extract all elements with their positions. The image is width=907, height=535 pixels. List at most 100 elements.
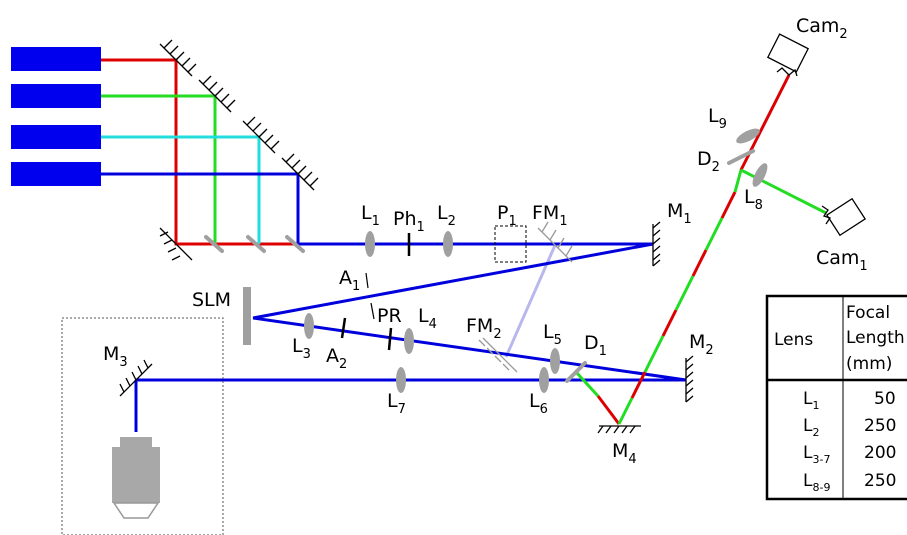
svg-text:Ph1: Ph1 bbox=[393, 208, 425, 235]
label-slm: SLM bbox=[192, 289, 231, 311]
label-l4: L bbox=[418, 305, 429, 327]
component-labels: Cam2 Cam1 L9 D2 L8 L1 Ph1 L2 P1 FM1 M1 A… bbox=[103, 15, 868, 467]
mirrors bbox=[119, 39, 694, 434]
table-row-lens: L bbox=[803, 389, 813, 409]
label-l5: L bbox=[543, 321, 554, 343]
table-header-focal-2: Length bbox=[846, 328, 905, 348]
label-l8: L bbox=[744, 186, 755, 208]
mirror-red-top bbox=[159, 39, 197, 77]
label-a1: A bbox=[339, 267, 352, 289]
laser-sources bbox=[11, 47, 101, 186]
svg-text:L1: L1 bbox=[361, 202, 380, 229]
detection-beam-path bbox=[574, 74, 827, 425]
lenses bbox=[304, 128, 768, 393]
table-header-focal-3: (mm) bbox=[846, 354, 892, 374]
dichroic-blue bbox=[285, 235, 305, 253]
table-row-lens: L bbox=[803, 471, 813, 491]
polarizer-p1 bbox=[494, 225, 527, 263]
polarization-rotator bbox=[387, 327, 393, 351]
table-row-lens: L bbox=[803, 416, 813, 436]
svg-text:L8: L8 bbox=[744, 186, 763, 213]
label-l7: L bbox=[387, 390, 398, 412]
svg-text:L8-9: L8-9 bbox=[803, 471, 830, 494]
svg-text:Cam1: Cam1 bbox=[816, 247, 868, 274]
laser-blue bbox=[11, 162, 101, 186]
camera-2-icon bbox=[766, 33, 810, 77]
label-ph1: Ph bbox=[393, 208, 417, 230]
dichroic-green bbox=[204, 235, 224, 253]
lens-l1 bbox=[365, 231, 375, 257]
mirror-blue-top bbox=[281, 153, 319, 191]
flip-mirror-fm2 bbox=[478, 337, 518, 373]
table-row-focal: 250 bbox=[864, 471, 896, 491]
laser-cyan bbox=[11, 125, 101, 149]
label-l6: L bbox=[529, 390, 540, 412]
label-fm2: FM bbox=[466, 315, 493, 337]
svg-text:L5: L5 bbox=[543, 321, 562, 348]
table-row-focal: 200 bbox=[864, 443, 896, 463]
aperture-a2 bbox=[340, 317, 347, 339]
svg-text:Cam2: Cam2 bbox=[796, 15, 848, 42]
svg-text:P1: P1 bbox=[497, 202, 517, 229]
aperture-a1 bbox=[365, 272, 369, 289]
dichroic-d1 bbox=[565, 361, 587, 383]
mirror-m3 bbox=[119, 359, 153, 397]
lens-l7 bbox=[396, 367, 406, 393]
beam-splitters bbox=[204, 149, 755, 383]
laser-green bbox=[11, 84, 101, 108]
lens-l3 bbox=[304, 313, 314, 339]
laser-red bbox=[11, 47, 101, 71]
label-m3: M bbox=[103, 343, 119, 365]
svg-text:L9: L9 bbox=[708, 105, 727, 132]
laser-beams bbox=[101, 58, 300, 246]
table-row-lens: L bbox=[803, 443, 813, 463]
red-beam bbox=[101, 58, 300, 246]
svg-text:L1: L1 bbox=[803, 389, 819, 412]
mirror-red-bottom bbox=[159, 227, 193, 261]
svg-text:FM1: FM1 bbox=[532, 202, 568, 229]
label-m2: M bbox=[689, 331, 705, 353]
label-l3: L bbox=[292, 335, 303, 357]
label-p1: P bbox=[497, 202, 508, 224]
label-a2: A bbox=[326, 345, 339, 367]
table-header-focal-1: Focal bbox=[846, 303, 890, 323]
svg-text:M2: M2 bbox=[689, 331, 714, 358]
svg-text:D2: D2 bbox=[697, 148, 720, 175]
apertures bbox=[340, 233, 411, 351]
svg-text:D1: D1 bbox=[584, 332, 607, 359]
svg-text:M3: M3 bbox=[103, 343, 128, 370]
label-m4: M bbox=[612, 440, 628, 462]
label-m1: M bbox=[667, 200, 683, 222]
lens-l2 bbox=[443, 231, 453, 257]
svg-text:L6: L6 bbox=[529, 390, 548, 417]
lens-l4 bbox=[404, 328, 414, 354]
dichroic-d2 bbox=[727, 149, 755, 165]
label-d2: D bbox=[697, 148, 712, 170]
objective-lens-icon bbox=[112, 437, 160, 519]
label-d1: D bbox=[584, 332, 599, 354]
green-beam bbox=[101, 94, 217, 244]
svg-text:A1: A1 bbox=[339, 267, 360, 294]
main-beam-path bbox=[134, 242, 687, 432]
lens-l6 bbox=[539, 367, 549, 393]
table-row-focal: 50 bbox=[874, 389, 896, 409]
mirror-m2 bbox=[685, 355, 694, 403]
mirror-cyan-top bbox=[242, 116, 280, 154]
svg-text:L4: L4 bbox=[418, 305, 437, 332]
svg-text:FM2: FM2 bbox=[466, 315, 502, 342]
focal-length-table: Lens Focal Length (mm) L1 50 L2 250 L3-7… bbox=[765, 294, 907, 501]
lens-l9 bbox=[736, 128, 760, 144]
camera-1-icon bbox=[821, 197, 867, 237]
lens-l5 bbox=[550, 348, 560, 374]
table-row-focal: 250 bbox=[864, 416, 896, 436]
svg-text:L7: L7 bbox=[387, 390, 406, 417]
label-l2: L bbox=[437, 202, 448, 224]
label-l9: L bbox=[708, 105, 719, 127]
slm-device bbox=[243, 287, 251, 345]
dichroic-cyan bbox=[246, 235, 266, 253]
label-cam2: Cam bbox=[796, 15, 839, 37]
mirror-m1 bbox=[652, 221, 661, 267]
aperture-a1-b bbox=[370, 302, 375, 320]
cyan-beam bbox=[101, 135, 261, 244]
